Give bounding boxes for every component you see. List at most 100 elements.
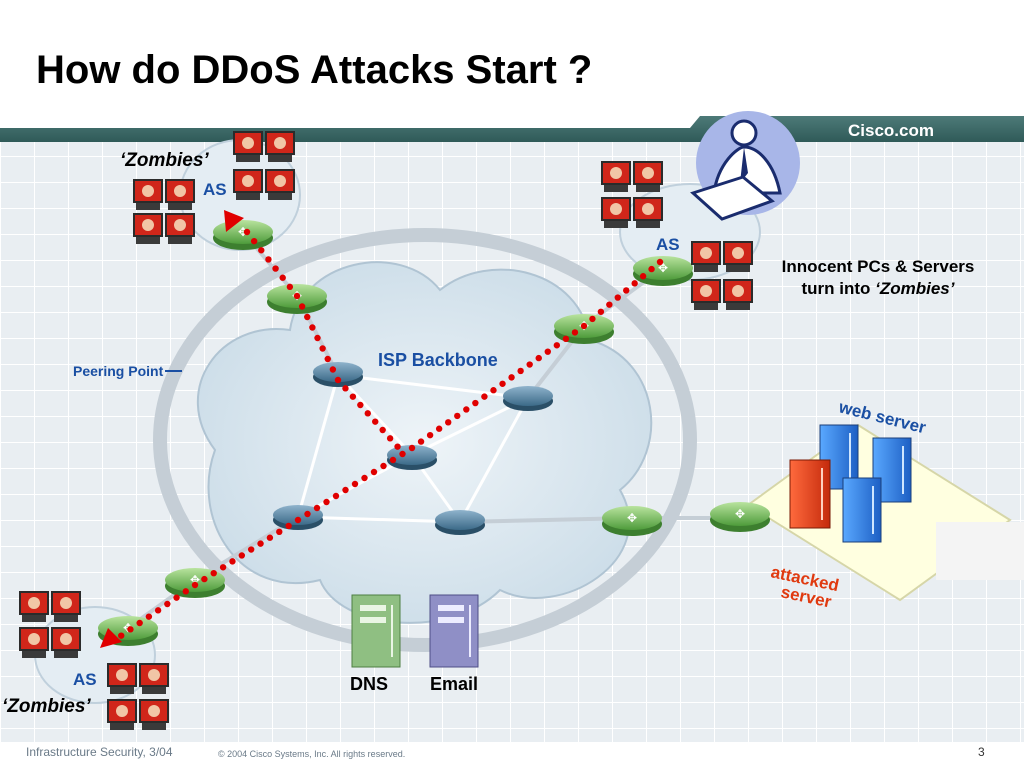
attack-dot xyxy=(639,273,647,280)
attack-dot xyxy=(293,292,301,300)
zombie-pc-icon xyxy=(165,213,195,244)
dns-server-icon xyxy=(351,594,401,668)
attack-dot xyxy=(580,322,588,330)
attack-dot xyxy=(544,348,551,355)
attack-dot xyxy=(351,480,359,488)
attack-dot xyxy=(210,569,217,577)
zombie-pc-icon xyxy=(139,699,169,730)
attack-arrow-top xyxy=(224,210,244,232)
attack-dot xyxy=(334,376,342,384)
attack-dot xyxy=(276,528,283,536)
attack-dot xyxy=(481,393,488,400)
attack-dot xyxy=(145,613,153,620)
zombie-pc-icon xyxy=(265,169,295,200)
zombie-pc-icon xyxy=(133,213,163,244)
attack-dot xyxy=(182,588,189,595)
attack-dot xyxy=(517,367,524,375)
attack-dot xyxy=(589,315,596,323)
zombie-pc-icon xyxy=(601,197,631,228)
attacker-icon xyxy=(690,111,800,221)
attack-dot xyxy=(265,256,272,263)
attack-dot xyxy=(266,534,274,541)
attack-dot xyxy=(454,412,461,420)
innocent-line-1: Innocent PCs & Servers xyxy=(781,257,975,276)
attack-dot xyxy=(329,366,337,373)
attack-dot xyxy=(379,426,386,434)
attack-dot xyxy=(394,443,401,450)
attack-dot xyxy=(370,468,378,476)
peering-point-label: Peering Point xyxy=(73,363,164,379)
attack-dot xyxy=(361,474,368,482)
attack-dot xyxy=(219,564,227,571)
web-server-icons xyxy=(819,424,912,543)
attack-dot xyxy=(386,435,394,442)
backbone-ring xyxy=(153,228,697,652)
attack-dot xyxy=(257,540,264,547)
zombie-pc-icon xyxy=(633,161,663,192)
zombie-pc-icon xyxy=(723,241,753,272)
attack-dot xyxy=(324,355,331,363)
attack-dot xyxy=(342,385,349,392)
zombie-pc-icon xyxy=(165,179,195,210)
attack-dot xyxy=(229,558,236,565)
attack-dot xyxy=(314,334,321,342)
attack-dot xyxy=(309,324,316,331)
attack-dot xyxy=(323,498,330,506)
attack-dot xyxy=(154,607,162,614)
innocent-pcs-caption: Innocent PCs & Servers turn into ‘Zombie… xyxy=(758,256,998,300)
attack-dot xyxy=(614,294,621,301)
attack-dot xyxy=(286,283,294,291)
attack-dot xyxy=(562,335,570,343)
attack-dot xyxy=(417,438,425,445)
zombie-pc-icon xyxy=(233,169,263,200)
attack-dot xyxy=(445,419,452,426)
zombie-pc-icon xyxy=(107,699,137,730)
zombie-pc-icon xyxy=(51,591,81,622)
slide-title: How do DDoS Attacks Start ? xyxy=(36,48,593,92)
as-label-top-left: AS xyxy=(203,180,227,199)
attack-dot xyxy=(380,462,387,470)
attack-dot xyxy=(247,546,255,553)
attack-dot xyxy=(357,401,364,409)
as-label-bottom-left: AS xyxy=(73,670,97,689)
footer-copyright: © 2004 Cisco Systems, Inc. All rights re… xyxy=(218,749,406,759)
attack-dot xyxy=(526,361,533,368)
footer-page-number: 3 xyxy=(978,745,985,759)
attack-dot xyxy=(508,374,515,381)
isp-backbone-label: ISP Backbone xyxy=(378,350,498,370)
attack-dot xyxy=(285,522,292,530)
attack-dot xyxy=(279,274,286,281)
zombie-pc-icon xyxy=(265,131,295,162)
zombies-label-top: ‘Zombies’ xyxy=(120,150,209,171)
attack-dot xyxy=(623,287,630,294)
zombie-pc-icons xyxy=(19,131,753,730)
attack-dot xyxy=(304,510,311,518)
zombie-pc-icon xyxy=(133,179,163,210)
svg-text:✥: ✥ xyxy=(735,507,745,521)
attack-dot xyxy=(535,354,542,362)
as-label-top-right: AS xyxy=(656,235,680,254)
attack-dot xyxy=(606,301,613,308)
attack-dot xyxy=(258,247,265,254)
attack-dot xyxy=(118,632,125,639)
attack-dot xyxy=(472,399,479,407)
zombie-pc-icon xyxy=(691,241,721,272)
innocent-line-2: turn into ‘Zombies’ xyxy=(758,278,998,300)
attack-dot xyxy=(313,504,321,512)
attack-dot xyxy=(332,492,340,500)
attack-dot xyxy=(656,258,664,266)
attack-dot xyxy=(364,410,371,417)
zombie-pc-icon xyxy=(107,663,137,694)
attack-dot xyxy=(389,456,397,464)
svg-text:✥: ✥ xyxy=(658,261,668,275)
zombies-label-bottom: ‘Zombies’ xyxy=(2,696,91,717)
backbone-router-icons xyxy=(273,362,553,535)
attack-dot xyxy=(243,228,251,236)
cisco-brand: Cisco.com xyxy=(848,121,934,140)
dns-label: DNS xyxy=(350,674,389,694)
zombie-pc-icon xyxy=(19,627,49,658)
innocent-line-2-prefix: turn into xyxy=(801,279,871,298)
attack-dot xyxy=(294,516,302,524)
attack-dot xyxy=(272,265,279,272)
attack-dot xyxy=(499,380,506,387)
